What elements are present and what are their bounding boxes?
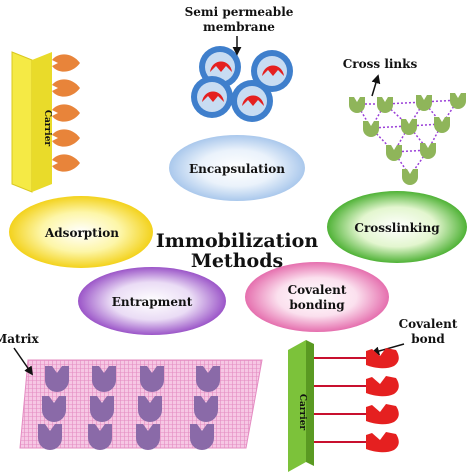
enzyme-orange-3 [52,104,80,122]
semi-permeable-label-line1: Semi permeable [185,5,294,19]
carrier-label-bottom: Carrier [297,394,307,431]
entrapment-label: Entrapment [112,295,193,309]
adsorption-carrier: Carrier [11,51,80,193]
cross-links-label: Cross links [343,57,418,71]
encapsulation-node: Encapsulation [169,135,305,201]
semi-permeable-label-line2: membrane [203,20,275,34]
crosslinking-node: Crosslinking [327,191,467,263]
adsorption-label: Adsorption [44,226,119,240]
enzyme-orange-5 [52,154,80,172]
covalent-bond-label-line1: Covalent [399,317,458,331]
covalent-carrier: Carrier [288,340,399,472]
encapsulation-label: Encapsulation [189,162,285,176]
adsorbed-enzymes [52,54,80,172]
covalent-bonding-label-line1: Covalent [288,283,347,297]
enzyme-orange-2 [52,79,80,97]
covalent-bond-label-line2: bond [411,332,445,346]
covalent-enzymes [366,348,399,453]
entrapped-enzymes [38,366,220,450]
crosslinked-enzymes [349,93,466,185]
enzyme-orange-1 [52,54,80,72]
diagram-title-line2: Methods [191,250,283,272]
crosslinking-label: Crosslinking [354,221,440,235]
entrapment-node: Entrapment [78,267,226,335]
adsorption-node: Adsorption [9,196,153,268]
cross-links-arrow [371,74,381,97]
entrapment-matrix [19,359,263,450]
enzyme-orange-4 [52,129,80,147]
carrier-label-top: Carrier [42,110,52,147]
matrix-label: Matrix [0,332,39,346]
covalent-bonding-node: Covalent bonding [245,262,389,332]
covalent-bonding-label-line2: bonding [289,298,345,312]
covalent-bonds [314,357,366,443]
encapsulation-capsules [191,46,293,122]
diagram-title-line1: Immobilization [156,230,318,252]
matrix-arrow [13,347,34,376]
